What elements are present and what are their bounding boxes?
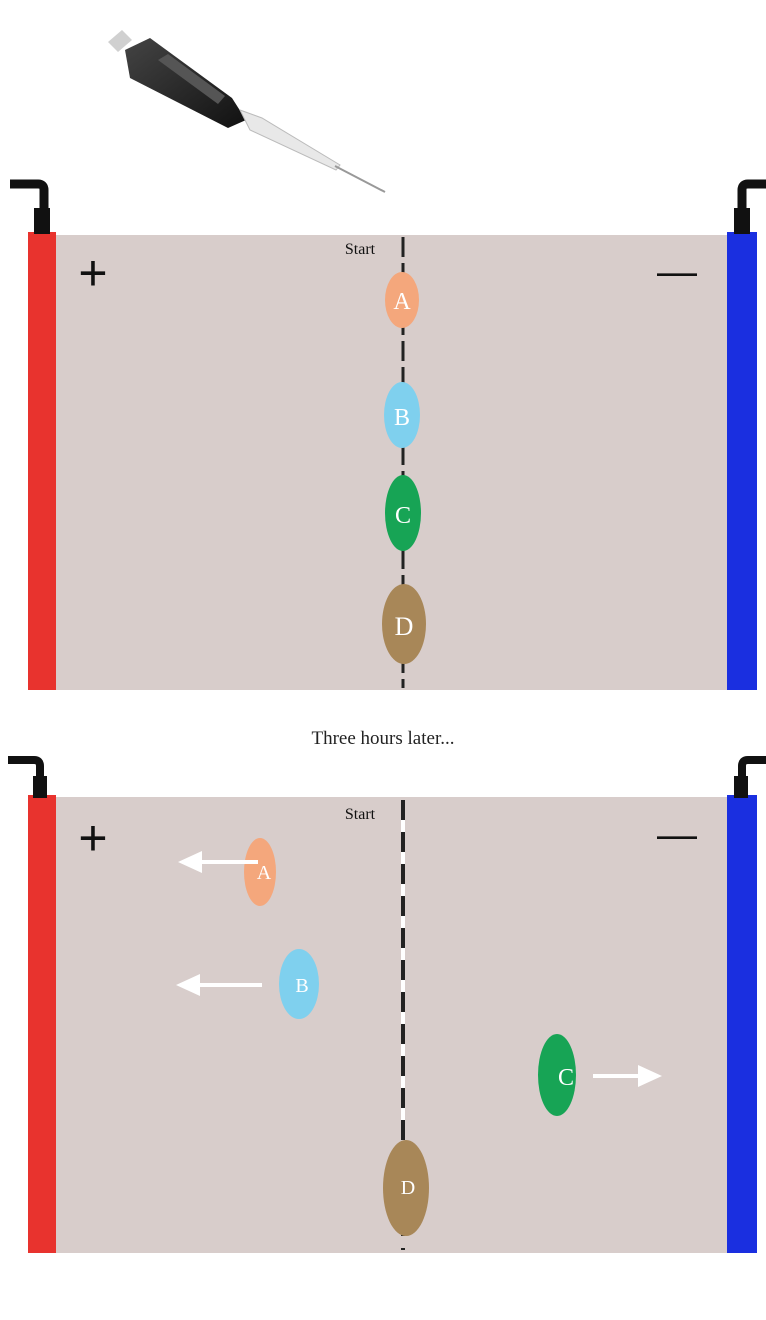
band-d-label: D [401, 1177, 415, 1199]
band-c: C [385, 475, 421, 551]
positive-electrode [8, 756, 56, 1253]
caption-three-hours-later: Three hours later... [311, 728, 455, 749]
band-a-label: A [393, 289, 411, 315]
positive-electrode [10, 179, 56, 690]
arrow-a-left [178, 851, 258, 873]
band-b-label: B [394, 405, 410, 431]
arrow-c-right [593, 1065, 662, 1087]
minus-sign: — [657, 813, 697, 857]
top-gel-panel: + — Start A B C D [10, 179, 766, 690]
minus-sign: — [657, 250, 697, 294]
band-b-label: B [295, 975, 308, 997]
band-a: A [385, 272, 419, 328]
bottom-gel-panel: + — Start A B C D [8, 756, 766, 1253]
band-b: B [279, 949, 319, 1019]
band-c: C [538, 1034, 576, 1116]
band-d: D [383, 1140, 429, 1236]
band-b: B [384, 382, 420, 448]
plus-sign: + [78, 245, 107, 301]
band-a-label: A [257, 862, 272, 884]
plus-sign: + [78, 810, 107, 866]
arrow-b-left [176, 974, 262, 996]
band-a: A [244, 838, 276, 906]
band-c-label: C [558, 1065, 574, 1091]
band-d: D [382, 584, 426, 664]
negative-electrode [727, 756, 766, 1253]
band-d-label: D [395, 612, 414, 641]
band-c-label: C [395, 503, 411, 529]
negative-electrode [727, 179, 766, 690]
pipette-icon [108, 30, 386, 193]
start-label: Start [345, 806, 376, 823]
start-label: Start [345, 241, 376, 258]
